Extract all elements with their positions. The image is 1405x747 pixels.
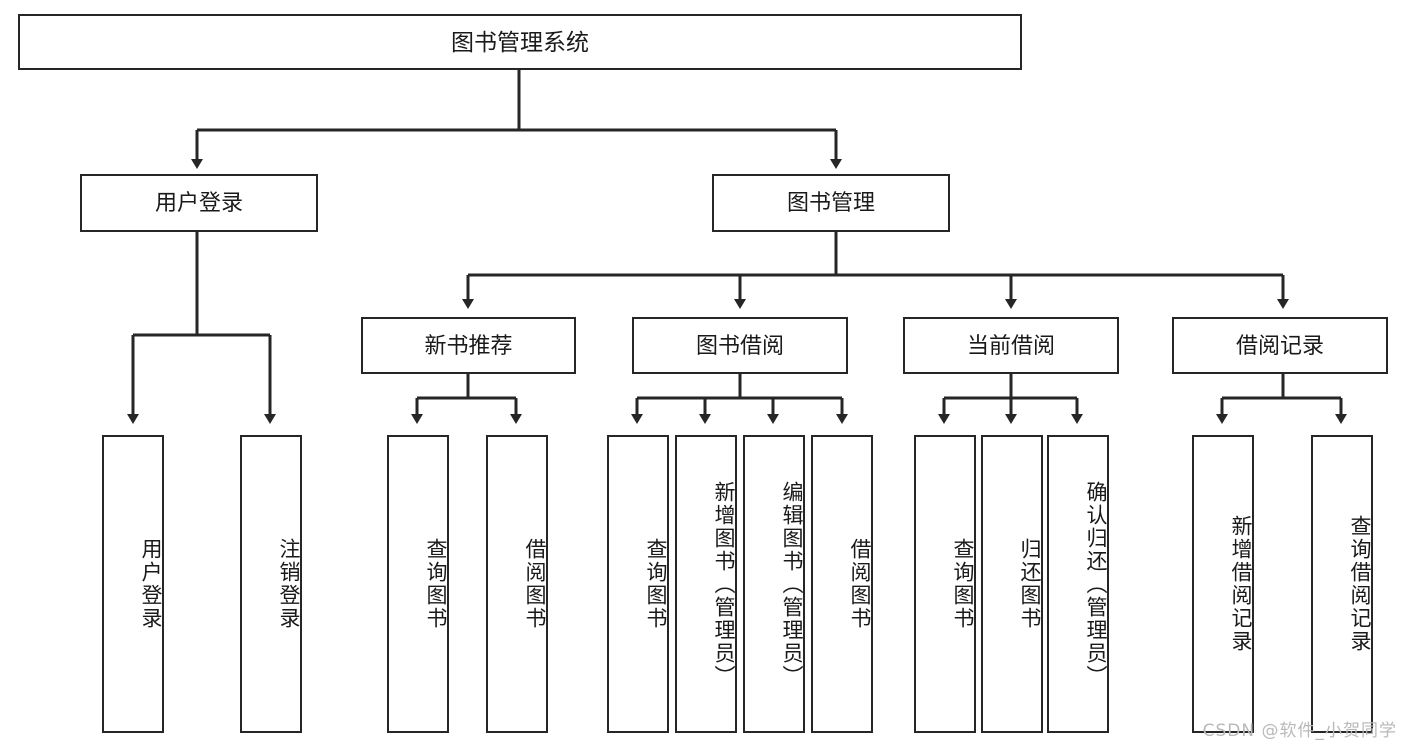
leaf-query-borrow-record[interactable]: 查询借阅记录 xyxy=(1311,435,1373,733)
node-label: 图书管理系统 xyxy=(451,28,589,55)
node-label: 查询图书 xyxy=(424,538,447,630)
leaf-add-borrow-record[interactable]: 新增借阅记录 xyxy=(1192,435,1254,733)
leaf-edit-book-admin[interactable]: 编辑图书（管理员） xyxy=(743,435,805,733)
node-borrow-record[interactable]: 借阅记录 xyxy=(1172,317,1388,374)
node-label: 查询图书 xyxy=(951,538,974,630)
leaf-add-book-admin[interactable]: 新增图书（管理员） xyxy=(675,435,737,733)
leaf-borrow-book-recommend[interactable]: 借阅图书 xyxy=(486,435,548,733)
node-label: 用户登录 xyxy=(154,190,243,216)
node-new-book-recommend[interactable]: 新书推荐 xyxy=(361,317,576,374)
leaf-logout-login[interactable]: 注销登录 xyxy=(240,435,302,733)
node-label: 借阅图书 xyxy=(523,538,546,630)
leaf-borrow-book[interactable]: 借阅图书 xyxy=(811,435,873,733)
leaf-query-book-borrow[interactable]: 查询图书 xyxy=(607,435,669,733)
node-label: 图书管理 xyxy=(786,190,875,216)
node-label: 借阅记录 xyxy=(1235,332,1324,358)
node-label: 当前借阅 xyxy=(966,332,1055,358)
leaf-query-book-current[interactable]: 查询图书 xyxy=(914,435,976,733)
node-label: 查询图书 xyxy=(644,538,667,630)
node-label: 新增借阅记录 xyxy=(1229,515,1252,653)
node-label: 新增图书（管理员） xyxy=(712,480,735,688)
node-label: 新书推荐 xyxy=(424,332,513,358)
leaf-confirm-return-admin[interactable]: 确认归还（管理员） xyxy=(1047,435,1109,733)
leaf-user-login[interactable]: 用户登录 xyxy=(102,435,164,733)
node-label: 用户登录 xyxy=(139,538,162,630)
node-label: 归还图书 xyxy=(1018,538,1041,630)
node-label: 借阅图书 xyxy=(848,538,871,630)
node-root-book-management-system[interactable]: 图书管理系统 xyxy=(18,14,1022,70)
node-user-login[interactable]: 用户登录 xyxy=(80,174,318,232)
node-label: 确认归还（管理员） xyxy=(1084,480,1107,688)
leaf-query-book-recommend[interactable]: 查询图书 xyxy=(387,435,449,733)
leaf-return-book[interactable]: 归还图书 xyxy=(981,435,1043,733)
node-label: 编辑图书（管理员） xyxy=(780,480,803,688)
node-label: 查询借阅记录 xyxy=(1348,515,1371,653)
node-label: 图书借阅 xyxy=(695,332,784,358)
node-book-borrow[interactable]: 图书借阅 xyxy=(632,317,848,374)
node-label: 注销登录 xyxy=(277,538,300,630)
node-current-borrow[interactable]: 当前借阅 xyxy=(903,317,1119,374)
csdn-watermark: CSDN @软件_小贺同学 xyxy=(1202,721,1397,741)
node-book-management[interactable]: 图书管理 xyxy=(712,174,950,232)
